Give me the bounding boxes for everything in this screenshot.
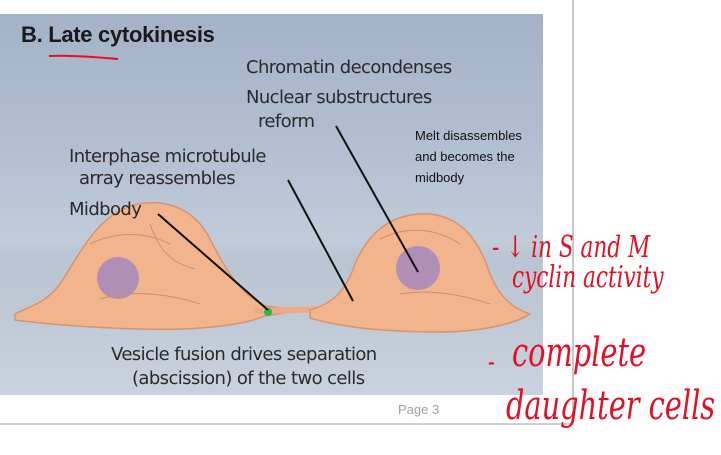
cells-illustration [14,125,532,333]
cytokinesis-figure: B. Late cytokinesis Chromatin decondense… [0,14,543,395]
label-midbody: Midbody [69,199,142,220]
handwritten-note-2-dash: - [488,345,495,378]
page-right-border [572,0,574,425]
figure-title: B. Late cytokinesis [21,22,215,47]
label-vesicle-2: (abscission) of the two cells [132,368,365,389]
handwritten-note-2-line2: daughter cells [506,383,716,429]
typed-note: Melt disassembles and becomes the midbod… [415,128,522,185]
label-chromatin: Chromatin decondenses [246,57,452,78]
handwritten-note-1-line1: - ↓ in S and M [492,230,651,265]
label-interphase-2: array reassembles [79,168,236,189]
handwritten-note-1-line2: cyclin activity [512,260,664,295]
handwritten-note-2-line1: complete [512,330,647,376]
page-bottom-border [0,423,574,425]
label-nuclear-1: Nuclear substructures [246,87,432,108]
page-number: Page 3 [398,402,440,417]
label-nuclear-2: reform [258,111,315,132]
midbody-marker [264,308,272,316]
label-interphase-1: Interphase microtubule [69,146,267,167]
label-vesicle-1: Vesicle fusion drives separation [111,344,377,365]
